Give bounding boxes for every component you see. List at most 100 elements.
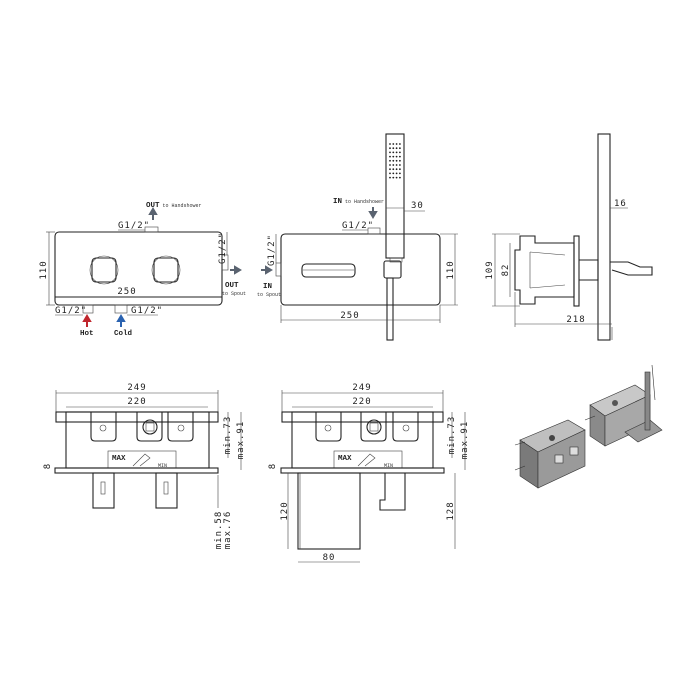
faceplate xyxy=(54,231,223,306)
spray-nozzle xyxy=(389,164,391,166)
hot-handle xyxy=(89,255,119,285)
max-depth-dimension: max.91 xyxy=(236,421,246,460)
spray-nozzle xyxy=(399,159,401,162)
spray-nozzle xyxy=(399,164,401,166)
spray-nozzle xyxy=(392,143,395,145)
max-depth-dimension: max.91 xyxy=(460,421,470,460)
spray-nozzle xyxy=(395,164,398,166)
spout-slot xyxy=(301,263,356,278)
spray-nozzle xyxy=(392,168,395,171)
spray-nozzle xyxy=(399,151,401,154)
faceplate-profile xyxy=(573,235,580,307)
spray-nozzle xyxy=(399,168,401,171)
handshower-holder xyxy=(379,473,406,511)
min-mark: MIN xyxy=(384,463,393,469)
height-dimension: 110 xyxy=(446,260,456,279)
hot-arrow-icon xyxy=(82,314,92,327)
spray-nozzle xyxy=(392,151,395,154)
spray-nozzle xyxy=(399,143,401,145)
right-thread-label: G1/2" xyxy=(218,232,228,264)
spout-body xyxy=(297,472,361,550)
center-cartridge xyxy=(136,412,163,442)
holder-length-dimension: 128 xyxy=(446,501,456,520)
outer-height-dimension: 109 xyxy=(485,260,495,279)
inner-width-dimension: 220 xyxy=(352,397,371,407)
handshower-render xyxy=(644,371,651,431)
dimension-line xyxy=(492,233,520,307)
spray-face xyxy=(389,143,401,179)
spray-nozzle xyxy=(392,147,395,150)
hot-inlet-connector xyxy=(82,304,94,314)
spray-nozzle xyxy=(395,176,398,179)
handshower xyxy=(383,133,405,341)
cold-arrow-icon xyxy=(116,314,126,327)
spray-nozzle xyxy=(389,147,391,150)
center-cartridge xyxy=(360,412,387,442)
spray-nozzle xyxy=(389,151,391,154)
top-thread-label: G1/2" xyxy=(118,221,150,231)
min-depth-dimension: min.73 xyxy=(447,416,457,455)
dimension-line xyxy=(281,390,444,412)
handshower-width-dimension: 30 xyxy=(411,201,424,211)
spray-nozzle xyxy=(389,176,391,179)
right-port xyxy=(167,412,194,442)
spray-nozzle xyxy=(395,151,398,154)
inner-width-dimension: 220 xyxy=(127,397,146,407)
spray-nozzle xyxy=(399,147,401,150)
max-mark: MAX xyxy=(338,455,352,463)
hot-thread-label: G1/2" xyxy=(55,306,87,316)
left-thread-label: G1/2" xyxy=(267,234,277,266)
outlet-arrow-icon xyxy=(148,207,158,220)
handshower-profile xyxy=(597,133,611,341)
valve-body-detail xyxy=(529,251,566,289)
left-port xyxy=(315,412,342,442)
left-inlet-connector xyxy=(275,262,282,277)
top-outlet-connector xyxy=(144,226,159,233)
top-thread-label: G1/2" xyxy=(342,221,374,231)
spray-nozzle xyxy=(395,168,398,171)
dimension-line xyxy=(46,231,55,306)
max-mark: MAX xyxy=(112,455,126,463)
valve-body xyxy=(514,235,575,305)
spout-outlet-arrow-icon xyxy=(230,265,242,275)
inner-height-dimension: 82 xyxy=(501,264,511,277)
cold-handle xyxy=(151,255,181,285)
handshower-depth-dimension: 16 xyxy=(614,199,627,209)
outer-width-dimension: 249 xyxy=(352,383,371,393)
gauge-icon xyxy=(132,453,151,467)
dimension-line xyxy=(55,390,219,412)
outer-width-dimension: 249 xyxy=(127,383,146,393)
width-dimension: 250 xyxy=(117,287,136,297)
min-pipe-dimension: min.58 xyxy=(214,511,224,550)
faceplate xyxy=(280,233,441,306)
dimension-lines xyxy=(451,412,466,470)
gauge-icon xyxy=(357,453,376,467)
inlet-arrow-icon xyxy=(368,207,378,219)
min-mark: MIN xyxy=(158,463,167,469)
width-dimension: 250 xyxy=(340,311,359,321)
dimension-line xyxy=(440,233,458,306)
spout-profile xyxy=(610,261,653,276)
dimension-line xyxy=(280,305,441,323)
spray-nozzle xyxy=(399,176,401,179)
box-view-1: 249 220 MAX MIN min.73 max.91 8 min.58 m… xyxy=(43,383,246,549)
spray-nozzle xyxy=(389,159,391,162)
cold-thread-label: G1/2" xyxy=(131,306,163,316)
spray-nozzle xyxy=(389,143,391,145)
spout-length-dimension: 120 xyxy=(280,501,290,520)
box-rim xyxy=(281,411,444,423)
spray-nozzle xyxy=(395,159,398,162)
side-view: 16 109 82 218 xyxy=(485,133,653,341)
max-pipe-dimension: max.76 xyxy=(223,511,233,550)
dimension-lines xyxy=(227,412,242,470)
spray-nozzle xyxy=(392,159,395,162)
hot-label: Hot xyxy=(80,330,94,338)
isometric-render xyxy=(514,364,663,489)
installed-mixer xyxy=(584,364,663,447)
spray-nozzle xyxy=(399,172,401,175)
plate-dimension: 8 xyxy=(268,463,278,469)
